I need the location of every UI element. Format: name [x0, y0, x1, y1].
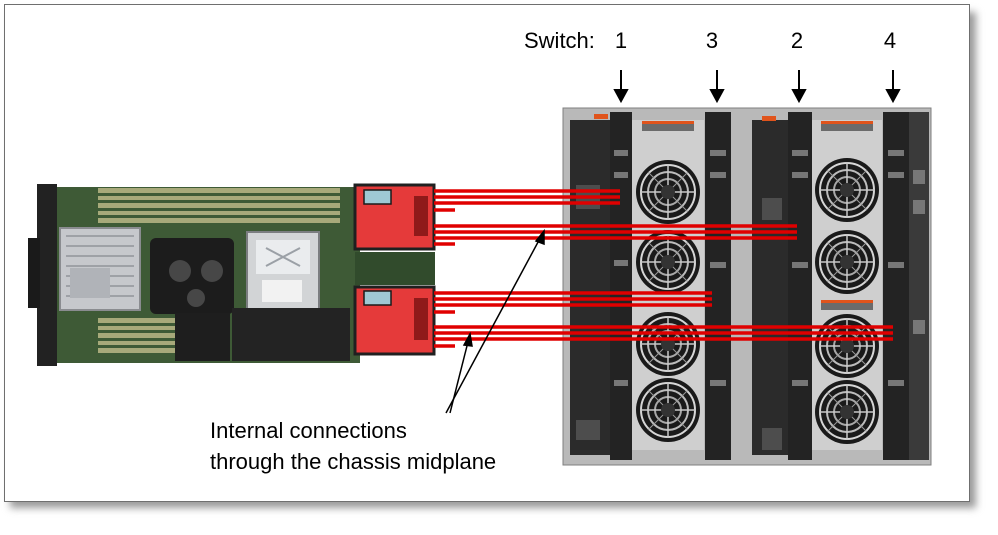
adapter-card-lower	[353, 285, 436, 356]
callout-pointers	[445, 228, 545, 414]
chassis-rear	[562, 107, 932, 466]
power-block	[175, 313, 230, 361]
switch-bay-1	[610, 112, 632, 460]
switch-number-3: 3	[706, 28, 718, 53]
internal-connections	[434, 189, 893, 348]
switch-number-2: 2	[791, 28, 803, 53]
adapter-card-upper	[353, 183, 436, 251]
switch-bay-4	[883, 112, 909, 460]
cpu-icon	[246, 231, 320, 311]
compute-node	[28, 183, 436, 366]
heatsink-icon	[59, 227, 141, 311]
switch-bay-3	[705, 112, 731, 460]
switch-number-1: 1	[615, 28, 627, 53]
caption-line-1: Internal connections	[210, 418, 407, 443]
switch-bay-2	[788, 112, 812, 460]
drive-block	[232, 308, 350, 361]
fan-icon	[632, 120, 882, 450]
memory-dimms	[98, 188, 340, 353]
arrow-down-icon	[613, 70, 901, 104]
processor-cover	[150, 238, 234, 314]
switch-label: Switch:	[524, 28, 595, 53]
caption-line-2: through the chassis midplane	[210, 449, 496, 474]
switch-number-4: 4	[884, 28, 896, 53]
